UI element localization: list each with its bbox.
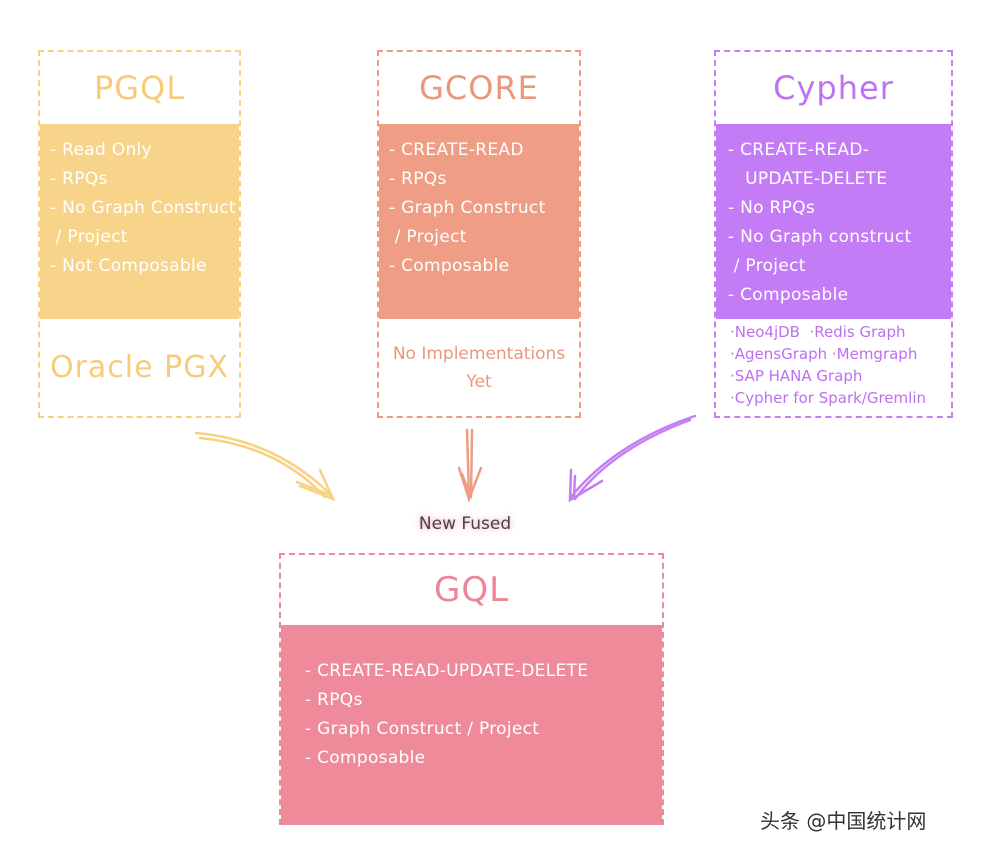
cypher-feature: - No Graph construct <box>728 227 912 247</box>
pgql-implementation: Oracle PGX <box>49 350 230 385</box>
gcore-feature: / Project <box>389 227 467 247</box>
gql-features: - CREATE-READ-UPDATE-DELETE - RPQs - Gra… <box>281 625 662 825</box>
gcore-feature: - RPQs <box>389 169 447 189</box>
gql-title: GQL <box>433 570 510 610</box>
pgql-feature: - RPQs <box>50 169 108 189</box>
gql-feature: - RPQs <box>305 690 363 710</box>
gql-feature: - Graph Construct / Project <box>305 719 540 739</box>
cypher-implementation: ·Cypher for Spark/Gremlin <box>730 389 926 407</box>
pgql-arrow-icon <box>194 431 336 502</box>
pgql-feature: / Project <box>50 227 128 247</box>
cypher-title: Cypher <box>773 69 894 107</box>
pgql-features: - Read Only - RPQs - No Graph Construct … <box>40 124 239 319</box>
pgql-feature: - Not Composable <box>50 256 207 276</box>
cypher-feature: - No RPQs <box>728 198 816 218</box>
cypher-features: - CREATE-READ- UPDATE-DELETE - No RPQs -… <box>716 124 951 319</box>
gcore-title: GCORE <box>419 69 539 107</box>
cypher-arrow-icon <box>568 414 697 503</box>
gql-feature: - CREATE-READ-UPDATE-DELETE <box>305 661 589 681</box>
gcore-card: GCORE - CREATE-READ - RPQs - Graph Const… <box>377 50 581 418</box>
cypher-card: Cypher - CREATE-READ- UPDATE-DELETE - No… <box>714 50 953 418</box>
gql-card: GQL - CREATE-READ-UPDATE-DELETE - RPQs -… <box>279 553 664 825</box>
pgql-feature: - No Graph Construct <box>50 198 236 218</box>
cypher-feature: UPDATE-DELETE <box>728 169 888 189</box>
cypher-implementation: ·SAP HANA Graph <box>730 367 863 385</box>
pgql-title: PGQL <box>93 69 186 107</box>
gcore-implementation-line: Yet <box>466 371 492 392</box>
new-fused-label: New Fused <box>418 514 512 534</box>
cypher-implementation: ·AgensGraph ·Memgraph <box>730 345 918 363</box>
gcore-feature: - Graph Construct <box>389 198 546 218</box>
gcore-arrow-icon <box>457 428 483 503</box>
cypher-feature: - CREATE-READ- <box>728 140 870 160</box>
cypher-feature: - Composable <box>728 285 849 305</box>
cypher-feature: / Project <box>728 256 806 276</box>
gcore-features: - CREATE-READ - RPQs - Graph Construct /… <box>379 124 579 319</box>
watermark: 头条 @中国统计网 <box>760 809 927 833</box>
gcore-implementation-line: No Implementations <box>392 343 566 364</box>
gql-feature: - Composable <box>305 748 426 768</box>
cypher-implementations: ·Neo4jDB ·Redis Graph ·AgensGraph ·Memgr… <box>716 319 951 416</box>
cypher-implementation: ·Neo4jDB ·Redis Graph <box>730 323 906 341</box>
gcore-implementation: No Implementations Yet <box>379 319 579 416</box>
pgql-card: PGQL - Read Only - RPQs - No Graph Const… <box>38 50 241 418</box>
gcore-feature: - CREATE-READ <box>389 140 524 160</box>
pgql-feature: - Read Only <box>50 140 152 160</box>
gcore-feature: - Composable <box>389 256 510 276</box>
